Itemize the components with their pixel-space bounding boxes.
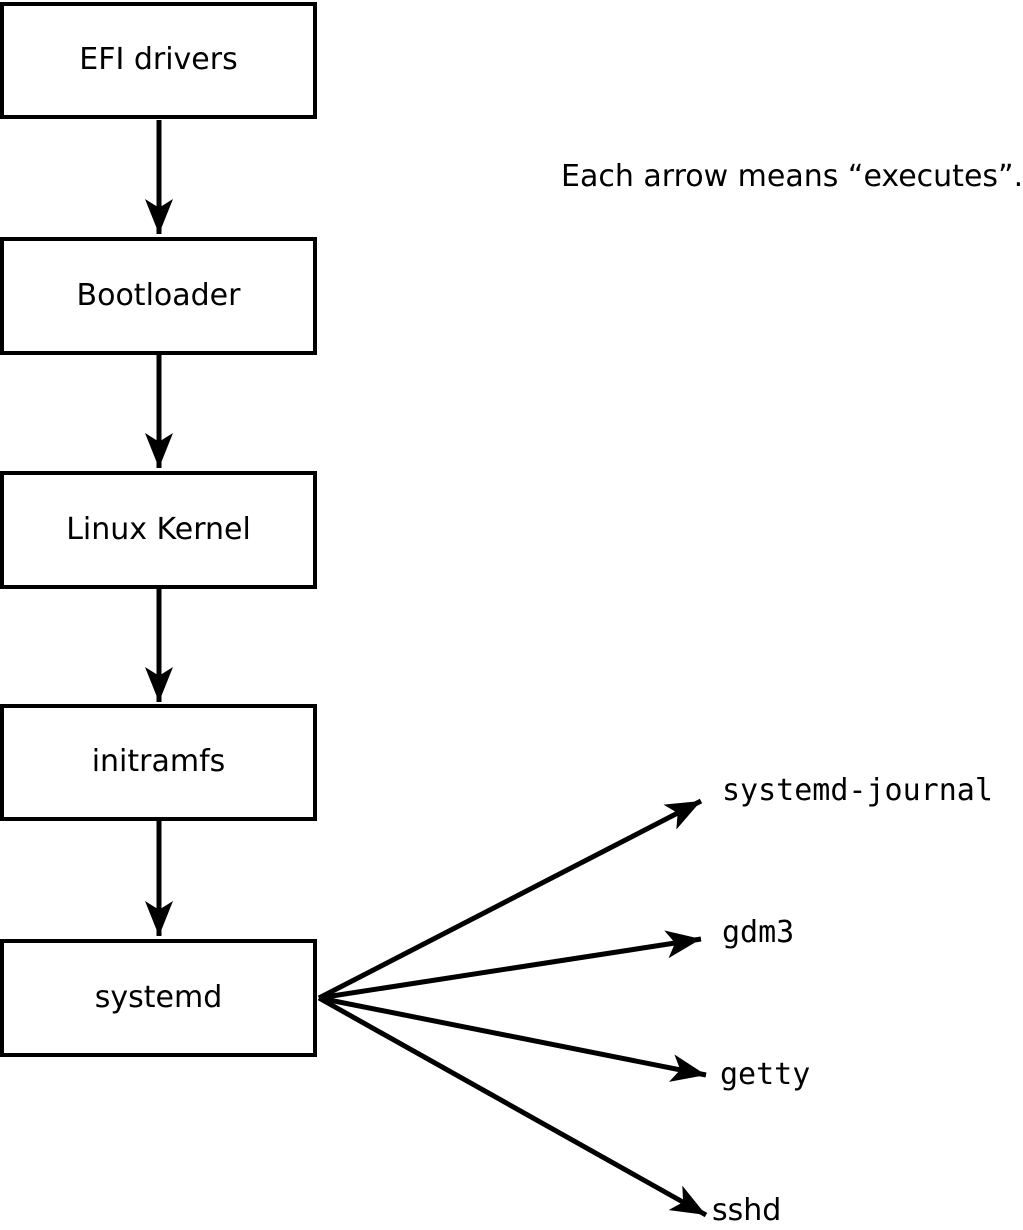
node-label: systemd xyxy=(94,979,223,1015)
arrow-systemd-to-sshd xyxy=(317,995,708,1218)
service-label-sshd: sshd xyxy=(712,1193,782,1228)
arrow-legend-note: Each arrow means “executes”. xyxy=(561,159,1023,194)
arrow-systemd-to-getty xyxy=(318,995,707,1082)
node-initramfs: initramfs xyxy=(0,704,317,821)
node-label: EFI drivers xyxy=(79,42,238,78)
node-systemd: systemd xyxy=(0,939,317,1057)
service-label-systemd-journal: systemd-journal xyxy=(722,773,993,808)
service-label-getty: getty xyxy=(720,1057,811,1092)
service-label-gdm3: gdm3 xyxy=(722,915,795,950)
node-linux-kernel: Linux Kernel xyxy=(0,471,317,589)
arrow-systemd-to-systemd-journal xyxy=(317,798,703,1001)
node-label: Bootloader xyxy=(76,277,241,313)
node-label: Linux Kernel xyxy=(66,511,251,547)
arrow-systemd-to-gdm3 xyxy=(318,930,702,1001)
node-label: initramfs xyxy=(91,744,226,780)
node-bootloader: Bootloader xyxy=(0,237,317,355)
node-efi-drivers: EFI drivers xyxy=(0,2,317,119)
